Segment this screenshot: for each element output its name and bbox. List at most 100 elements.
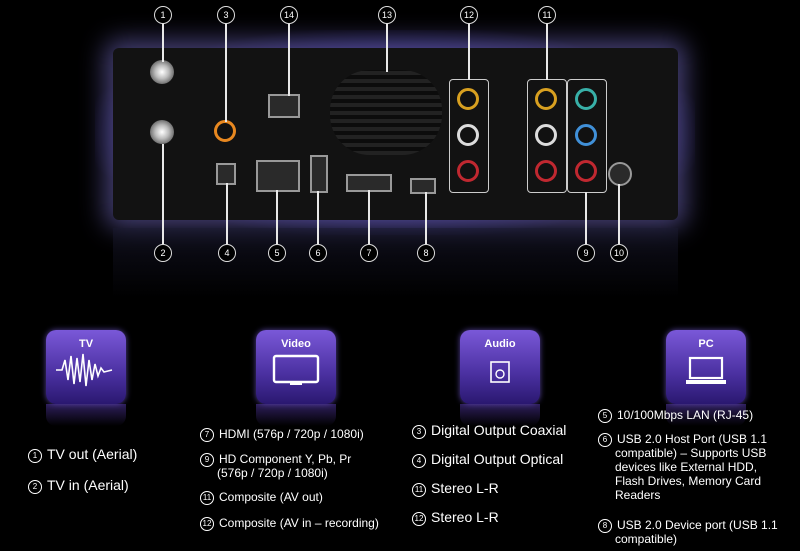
list-item: 3 Digital Output Coaxial xyxy=(412,423,566,439)
list-text: Digital Output Coaxial xyxy=(431,422,567,438)
list-text: TV out (Aerial) xyxy=(47,446,138,462)
list-number: 12 xyxy=(412,512,426,526)
list-item: 5 10/100Mbps LAN (RJ-45) xyxy=(598,408,753,423)
lan-port xyxy=(256,160,300,192)
list-number: 7 xyxy=(200,428,214,442)
av-out-right-port xyxy=(535,160,557,182)
callout-14: 14 xyxy=(280,6,298,24)
tv-out-aerial-port xyxy=(150,60,174,84)
list-number: 8 xyxy=(598,519,612,533)
list-item: 11 Stereo L-R xyxy=(412,481,499,497)
list-text: Stereo L-R xyxy=(431,509,499,525)
category-label: PC xyxy=(698,338,714,350)
dc-power-port xyxy=(608,162,632,186)
list-text-continued: (576p / 720p / 1080i) xyxy=(217,466,328,480)
component-y-port xyxy=(575,88,597,110)
list-text: Composite (AV out) xyxy=(219,490,323,504)
callout-4: 4 xyxy=(218,244,236,262)
category-tv: TV xyxy=(46,330,126,404)
list-item: 8 USB 2.0 Device port (USB 1.1 xyxy=(598,518,778,533)
leader-line xyxy=(162,144,164,244)
av-out-video-port xyxy=(535,88,557,110)
leader-line xyxy=(618,184,620,244)
list-number: 11 xyxy=(200,491,214,505)
av-in-video-port xyxy=(457,88,479,110)
callout-2: 2 xyxy=(154,244,172,262)
leader-line xyxy=(226,183,228,244)
coaxial-port xyxy=(214,120,236,142)
callout-12: 12 xyxy=(460,6,478,24)
list-text-continued: Readers xyxy=(615,488,661,502)
callout-6: 6 xyxy=(309,244,327,262)
category-reflection xyxy=(666,404,746,426)
tv-screen-icon xyxy=(272,354,320,385)
list-number: 6 xyxy=(598,433,612,447)
audio-icon xyxy=(490,361,510,383)
list-number: 3 xyxy=(412,425,426,439)
list-item: 2 TV in (Aerial) xyxy=(28,478,129,494)
av-in-left-port xyxy=(457,124,479,146)
list-text-continued: compatible) – Supports USB xyxy=(615,446,767,460)
leader-line xyxy=(546,22,548,80)
fan-vent xyxy=(330,70,442,155)
optical-port xyxy=(216,163,236,185)
list-item: 1 TV out (Aerial) xyxy=(28,447,137,463)
callout-8: 8 xyxy=(417,244,435,262)
leader-line xyxy=(276,190,278,244)
leader-line xyxy=(162,22,164,62)
computer-icon xyxy=(686,356,726,384)
list-number: 11 xyxy=(412,483,426,497)
leader-line xyxy=(386,22,388,72)
leader-line xyxy=(368,190,370,244)
category-video: Video xyxy=(256,330,336,404)
callout-5: 5 xyxy=(268,244,286,262)
list-text: USB 2.0 Device port (USB 1.1 xyxy=(617,518,778,532)
category-label: Video xyxy=(281,338,311,350)
leader-line xyxy=(317,191,319,244)
usb-host-port xyxy=(310,155,328,193)
list-text-continued: compatible) xyxy=(615,532,678,546)
list-text: Composite (AV in – recording) xyxy=(219,516,379,530)
list-number: 5 xyxy=(598,409,612,423)
list-number: 2 xyxy=(28,480,42,494)
callout-3: 3 xyxy=(217,6,235,24)
category-reflection xyxy=(256,404,336,426)
list-item: 11 Composite (AV out) xyxy=(200,490,323,505)
leader-line xyxy=(585,192,587,244)
component-group xyxy=(567,79,607,193)
callout-10: 10 xyxy=(610,244,628,262)
list-text: HD Component Y, Pb, Pr xyxy=(219,452,352,466)
callout-9: 9 xyxy=(577,244,595,262)
list-number: 9 xyxy=(200,453,214,467)
category-label: TV xyxy=(78,338,94,350)
leader-line xyxy=(225,22,227,122)
list-item: 9 HD Component Y, Pb, Pr xyxy=(200,452,351,467)
list-text: Stereo L-R xyxy=(431,480,499,496)
category-pc: PC xyxy=(666,330,746,404)
component-pr-port xyxy=(575,160,597,182)
list-text: 10/100Mbps LAN (RJ-45) xyxy=(617,408,754,422)
list-text-continued: devices like External HDD, xyxy=(615,460,758,474)
list-number: 4 xyxy=(412,454,426,468)
av-in-right-port xyxy=(457,160,479,182)
callout-11: 11 xyxy=(538,6,556,24)
device-reflection xyxy=(113,228,678,298)
list-text-continued: Flash Drives, Memory Card xyxy=(615,474,762,488)
leader-line xyxy=(468,22,470,80)
category-label: Audio xyxy=(484,338,516,350)
category-reflection xyxy=(46,404,126,426)
list-text: TV in (Aerial) xyxy=(47,477,129,493)
category-audio: Audio xyxy=(460,330,540,404)
usb-device-port xyxy=(410,178,436,194)
category-reflection xyxy=(460,404,540,426)
list-item: 12 Stereo L-R xyxy=(412,510,499,526)
callout-13: 13 xyxy=(378,6,396,24)
component-pb-port xyxy=(575,124,597,146)
av-out-left-port xyxy=(535,124,557,146)
list-number: 1 xyxy=(28,449,42,463)
waveform-icon xyxy=(56,353,113,387)
